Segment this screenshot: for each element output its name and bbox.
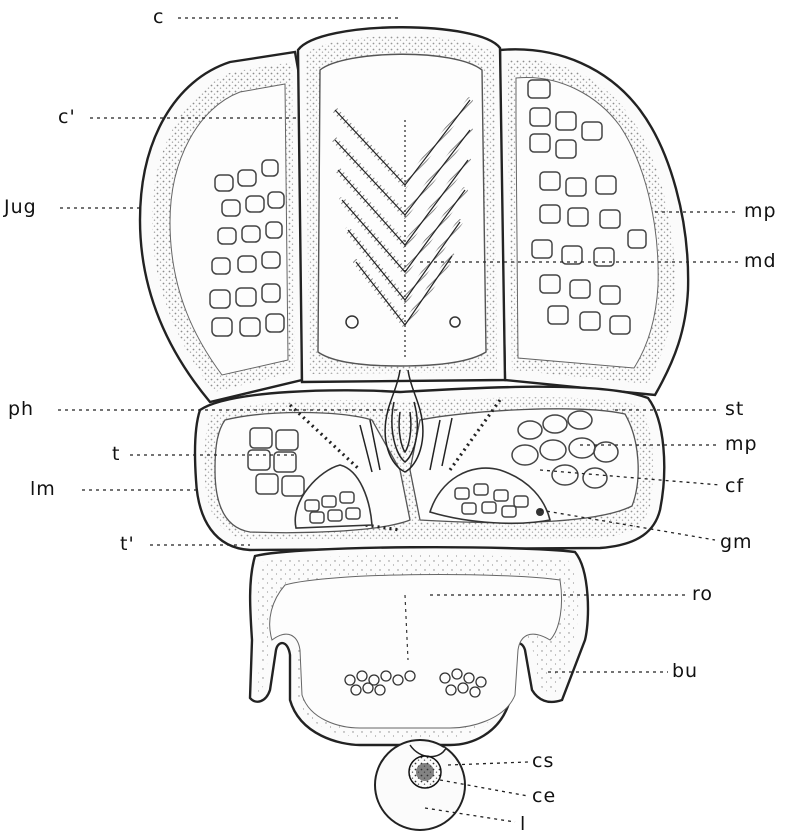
middle-band <box>195 370 664 550</box>
label-c: c <box>153 6 164 28</box>
label-gm: gm <box>720 531 753 553</box>
label-lm: lm <box>30 478 56 500</box>
label-t: t <box>112 443 120 465</box>
label-md: md <box>744 250 777 272</box>
lower-lobe <box>250 547 588 745</box>
label-l: l <box>520 813 526 835</box>
label-t-prime: t' <box>120 533 135 555</box>
label-c-prime: c' <box>58 106 76 128</box>
label-cf: cf <box>725 475 744 497</box>
label-ro: ro <box>692 583 713 605</box>
label-mp: mp <box>744 200 777 222</box>
label-jug: Jug <box>3 196 37 218</box>
label-ph: ph <box>8 398 34 420</box>
label-mp2: mp <box>725 433 758 455</box>
label-cs: cs <box>532 750 554 772</box>
lower-lobe-inner <box>270 575 562 728</box>
label-bu: bu <box>672 660 698 682</box>
head-capsule <box>140 27 688 402</box>
ce-core-dark <box>416 763 434 781</box>
small-round-body <box>375 740 465 830</box>
label-ce: ce <box>532 785 556 807</box>
label-st: st <box>725 398 744 420</box>
